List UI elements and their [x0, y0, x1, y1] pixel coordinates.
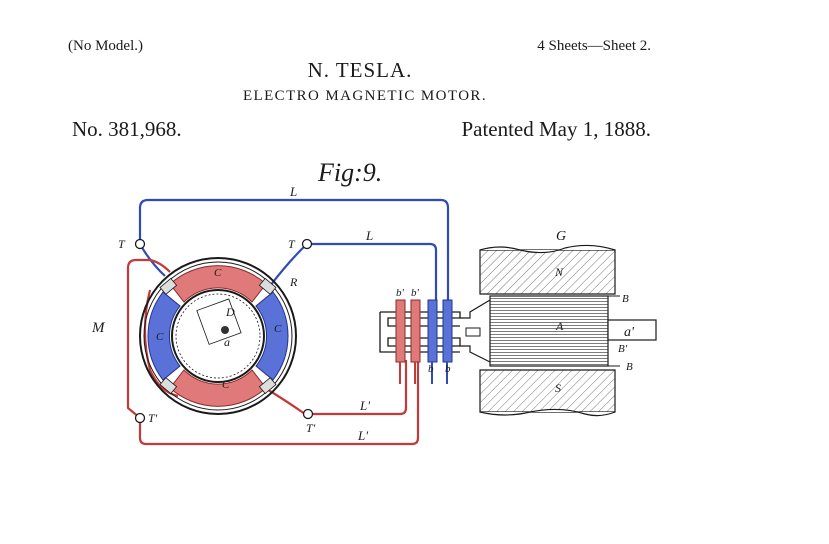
label-T-prime-lower-left: T'	[148, 411, 158, 425]
label-L-mid: L	[365, 228, 373, 243]
label-M: M	[91, 320, 106, 336]
label-a-prime: a'	[624, 325, 635, 340]
label-T-prime-lower-right: T'	[306, 421, 316, 435]
label-b-1: b	[428, 363, 434, 375]
label-C-bottom: C	[222, 379, 230, 391]
label-C-left: C	[156, 331, 164, 343]
label-T-upper-left: T	[118, 237, 126, 251]
label-A: A	[555, 319, 564, 333]
label-B-prime: B'	[618, 343, 628, 355]
terminal-T-upper-right	[303, 240, 312, 249]
label-B-bottom: B	[626, 361, 633, 373]
shaft-a	[221, 326, 229, 334]
terminal-T-upper-left	[136, 240, 145, 249]
label-a: a	[224, 335, 230, 349]
label-C-top: C	[214, 267, 222, 279]
label-D: D	[225, 305, 235, 319]
brush-b-2	[443, 300, 452, 362]
label-b-prime-1: b'	[396, 287, 405, 299]
label-T-upper-right: T	[288, 237, 296, 251]
label-R: R	[289, 275, 298, 289]
label-C-right: C	[274, 323, 282, 335]
label-b-2: b	[445, 363, 451, 375]
label-Lprime-1: L'	[359, 398, 370, 413]
brush-b-prime-1	[396, 300, 405, 362]
label-Lprime-2: L'	[357, 428, 368, 443]
pole-N	[480, 250, 615, 294]
label-B-top: B	[622, 293, 629, 305]
armature-A	[490, 296, 608, 366]
wire-Lprime-inner	[308, 360, 406, 414]
label-S: S	[555, 381, 561, 395]
armature-D	[172, 290, 264, 382]
field-ring	[140, 258, 296, 414]
terminal-T-prime-lower-left	[136, 414, 145, 423]
label-b-prime-2: b'	[411, 287, 420, 299]
label-G: G	[556, 229, 566, 244]
pole-S	[480, 370, 615, 412]
terminal-T-prime-lower-right	[304, 410, 313, 419]
brush-b-1	[428, 300, 437, 362]
label-N: N	[554, 265, 564, 279]
label-L-top: L	[289, 184, 297, 199]
brush-b-prime-2	[411, 300, 420, 362]
